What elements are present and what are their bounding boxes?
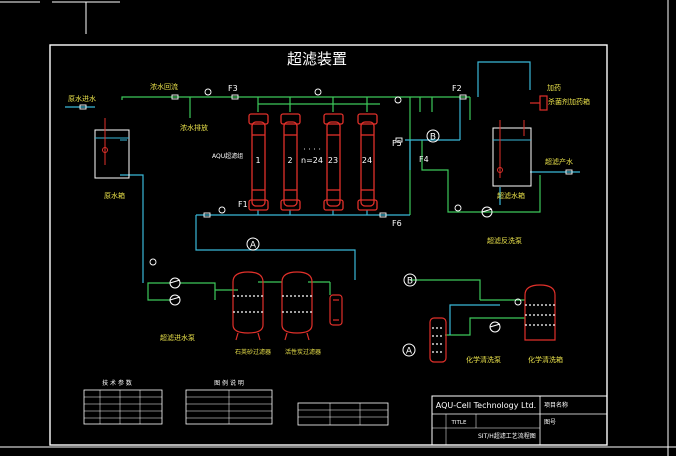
cleaning-cartridge-filter bbox=[429, 317, 447, 363]
sand-filter-label: 石英砂过滤器 bbox=[235, 348, 271, 356]
feed-pump-2 bbox=[169, 294, 181, 306]
project-label: 项目名称 bbox=[544, 401, 568, 409]
svg-text:A: A bbox=[250, 241, 257, 251]
flow-valve-1 bbox=[171, 94, 179, 100]
pressure-filters bbox=[232, 271, 343, 341]
drawing-name: SIT/H超滤工艺流程图 bbox=[478, 432, 536, 440]
top-crosshair bbox=[0, 1, 120, 34]
svg-text:A: A bbox=[406, 347, 413, 357]
backwash-pump bbox=[481, 206, 493, 218]
uf-module-2 bbox=[280, 113, 301, 211]
f5-label: F5 bbox=[392, 139, 402, 148]
pumps bbox=[169, 206, 501, 333]
flow-valve-8 bbox=[79, 104, 87, 110]
uf-permeate-tank bbox=[492, 120, 532, 187]
module-group-label: AQU超滤组 bbox=[212, 152, 243, 160]
module-2-label: 2 bbox=[287, 156, 292, 165]
module-24-label: 24 bbox=[362, 156, 372, 165]
flow-valve-2 bbox=[231, 94, 239, 100]
f6-label: F6 bbox=[392, 219, 402, 228]
security-filter bbox=[329, 294, 343, 326]
dosing-unit bbox=[530, 95, 548, 111]
svg-text:图 例 说 明: 图 例 说 明 bbox=[214, 379, 244, 387]
uf-module-23 bbox=[323, 113, 344, 211]
title-label: TITLE bbox=[451, 420, 467, 426]
gauge-pi-2 bbox=[314, 88, 322, 96]
module-dots: · · · · bbox=[303, 145, 321, 154]
marker-b-bottom: B bbox=[403, 273, 417, 287]
f3-label: F3 bbox=[228, 84, 238, 93]
sand-filter-vessel bbox=[232, 271, 264, 341]
dosing-note-label: 杀菌剂加药箱 bbox=[548, 97, 590, 106]
gauge-pi-7 bbox=[514, 298, 522, 306]
flow-valve-7 bbox=[565, 169, 573, 175]
concentrate-return-label: 浓水回流 bbox=[150, 82, 178, 91]
f1-label: F1 bbox=[238, 200, 248, 209]
cyan-pipes bbox=[65, 61, 580, 335]
tech-params-table: 技 术 参 数 bbox=[83, 379, 163, 425]
permeate-tank-label: 超滤水箱 bbox=[497, 191, 525, 200]
f2-label: F2 bbox=[452, 84, 462, 93]
flow-valve-4 bbox=[395, 137, 403, 143]
green-pipes bbox=[121, 96, 541, 336]
revision-table bbox=[297, 402, 389, 426]
module-23-label: 23 bbox=[328, 156, 338, 165]
marker-a-bottom: A bbox=[402, 343, 416, 357]
raw-water-tank-label: 原水箱 bbox=[104, 191, 125, 200]
uf-modules bbox=[248, 113, 378, 211]
chem-cleaning-tank-label: 化学清洗箱 bbox=[528, 355, 563, 364]
gauge-pi-1 bbox=[204, 88, 212, 96]
module-1-label: 1 bbox=[255, 156, 260, 165]
marker-b-top: B bbox=[426, 129, 440, 143]
legend-table: 图 例 说 明 bbox=[185, 379, 273, 425]
dosing-label: 加药 bbox=[547, 83, 561, 92]
module-n-label: n=24 bbox=[301, 156, 323, 165]
raw-water-inlet-label: 原水进水 bbox=[68, 94, 96, 103]
marker-a-top: A bbox=[246, 237, 260, 251]
drawing-no-label: 图号 bbox=[544, 419, 556, 426]
raw-water-tank bbox=[94, 118, 130, 179]
carbon-filter-label: 活性炭过滤器 bbox=[285, 348, 321, 356]
svg-text:技 术 参 数: 技 术 参 数 bbox=[102, 379, 132, 387]
gauge-pi-3 bbox=[394, 96, 402, 104]
uf-module-24 bbox=[357, 113, 378, 211]
drawing-title: 超滤装置 bbox=[287, 50, 347, 68]
feed-pump-label: 超滤进水泵 bbox=[160, 333, 195, 342]
valves-gauges bbox=[79, 88, 573, 306]
gauge-pi-6 bbox=[149, 258, 157, 266]
drawing-frame bbox=[49, 44, 608, 446]
svg-text:B: B bbox=[407, 277, 413, 287]
flow-valve-5 bbox=[459, 94, 467, 100]
concentrate-drain-label: 浓水排放 bbox=[180, 123, 208, 132]
company-name: AQU-Cell Technology Ltd. bbox=[436, 401, 536, 410]
carbon-filter-vessel bbox=[281, 271, 313, 341]
gauge-pi-5 bbox=[454, 204, 462, 212]
permeate-outlet-label: 超滤产水 bbox=[545, 157, 573, 166]
svg-text:B: B bbox=[430, 133, 436, 143]
backwash-pump-label: 超滤反洗泵 bbox=[487, 236, 522, 245]
chem-cleaning-pump bbox=[489, 321, 501, 333]
feed-pump-1 bbox=[169, 277, 181, 289]
chem-cleaning-tank bbox=[524, 284, 556, 341]
flow-valve-3 bbox=[203, 212, 211, 218]
title-block: AQU-Cell Technology Ltd. TITLE SIT/H超滤工艺… bbox=[431, 395, 608, 446]
flow-valve-6 bbox=[379, 212, 387, 218]
chem-cleaning-pump-label: 化学清洗泵 bbox=[466, 355, 501, 364]
uf-module-1 bbox=[248, 113, 269, 211]
diagram-labels: 原水进水 原水箱 浓水回流 浓水排放 AQU超滤组 1 2 n=24 · · ·… bbox=[68, 82, 590, 364]
f4-label: F4 bbox=[419, 155, 429, 164]
gauge-pi-4 bbox=[218, 206, 226, 214]
